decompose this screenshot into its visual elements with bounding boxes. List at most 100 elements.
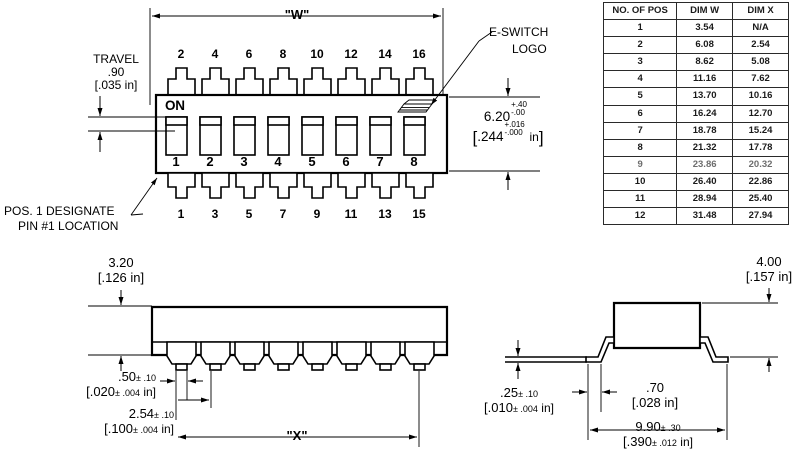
e-switch-logo-icon: [397, 99, 436, 113]
lead-width-mm: .50: [117, 369, 137, 384]
travel-dimension: [88, 96, 175, 152]
top-view-height-in: [.244 +.016 -.000 in]: [472, 121, 544, 148]
table-cell: 22.86: [732, 172, 789, 192]
side-view-lead-thickness-dimension: [505, 340, 587, 379]
table-cell: 11.16: [676, 70, 734, 89]
bottom-pin-number: 11: [344, 207, 358, 221]
switch-position-number: 2: [206, 154, 214, 169]
front-view-lead-width-in: [.020± .004 in]: [86, 383, 156, 401]
top-pin-number: 4: [211, 47, 219, 61]
table-cell: 10: [602, 172, 678, 192]
overall-width-in: [.390: [623, 434, 652, 449]
top-pin-number: 16: [412, 47, 426, 61]
top-view-slider-actuators: [165, 116, 426, 156]
travel-label: TRAVEL: [93, 52, 139, 66]
height-tol-plus-in: +.016: [504, 120, 525, 129]
side-view-lead-gap-mm: .70: [645, 380, 665, 395]
bottom-pin-number: 5: [245, 207, 253, 221]
switch-position-number: 1: [172, 154, 180, 169]
table-cell: 3.54: [676, 19, 734, 38]
table-cell: N/A: [732, 19, 789, 38]
x-dimension-label: "X": [286, 428, 308, 443]
table-cell: 16.24: [676, 104, 734, 123]
table-cell: 17.78: [732, 138, 789, 157]
table-cell: 26.40: [676, 172, 734, 192]
top-pin-number: 6: [245, 47, 253, 61]
bottom-pin-number: 9: [313, 207, 321, 221]
switch-position-number: 6: [342, 154, 350, 169]
pitch-mm: 2.54: [128, 406, 155, 421]
table-cell: 25.40: [732, 190, 789, 209]
travel-value-in: [.035 in]: [94, 78, 138, 92]
front-view-body: [150, 305, 449, 357]
top-pin-number: 14: [378, 47, 392, 61]
side-view-overall-width-mm: 9.90± .30: [635, 418, 680, 436]
table-cell: 31.48: [676, 207, 734, 226]
switch-position-number: 7: [376, 154, 384, 169]
table-cell: 3: [602, 53, 678, 72]
top-view-body: [154, 93, 449, 175]
top-pin-number: 12: [344, 47, 358, 61]
height-value-in: .244: [477, 129, 504, 144]
table-cell: 11: [602, 190, 678, 209]
lead-width-tol-mm: ± .10: [136, 373, 156, 383]
pos1-callout-line2: PIN #1 LOCATION: [18, 219, 119, 233]
overall-width-mm: 9.90: [635, 419, 661, 434]
pitch-unit-in: in]: [157, 422, 174, 436]
lead-width-in: [.020: [86, 384, 116, 399]
table-cell: 10.16: [732, 87, 789, 106]
front-view-lead-width-mm: .50± .10: [118, 368, 156, 386]
table-cell: 12.70: [732, 104, 789, 123]
side-view-body: [585, 301, 729, 363]
overall-width-tol-in: ± .012: [651, 438, 677, 448]
table-cell: 20.32: [732, 155, 789, 174]
height-tol-minus-mm: -.00: [511, 108, 525, 117]
bottom-pin-number: 3: [211, 207, 219, 221]
side-view-lead-thickness-mm: .25± .10: [500, 384, 538, 402]
bottom-pin-number: 15: [412, 207, 426, 221]
table-cell: 2.54: [732, 36, 789, 55]
front-view-body-height-mm: 3.20: [108, 255, 134, 270]
lead-width-tol-in: ± .004: [115, 388, 140, 398]
table-cell: 7: [602, 121, 678, 140]
logo-callout-line1: E-SWITCH: [489, 25, 549, 39]
table-cell: 4: [602, 70, 678, 89]
bottom-pin-number: 7: [279, 207, 287, 221]
table-header-cell: NO. OF POS: [602, 1, 678, 21]
side-view-overall-height-mm: 4.00: [756, 254, 782, 269]
overall-width-unit-in: in]: [676, 435, 693, 449]
table-cell: 21.32: [676, 138, 734, 157]
lead-thickness-in: [.010: [484, 400, 513, 415]
front-view-pitch-dimension: [178, 371, 212, 408]
pitch-tol-mm: ± .10: [154, 410, 174, 420]
lead-thickness-tol-in: ± .004: [512, 404, 538, 414]
on-label: ON: [165, 98, 185, 113]
table-header-cell: DIM W: [676, 1, 734, 21]
front-view-pitch-mm: 2.54± .10: [129, 405, 174, 423]
table-cell: 5.08: [732, 53, 789, 72]
lead-thickness-unit-in: in]: [537, 401, 554, 415]
table-cell: 6: [602, 104, 678, 123]
table-cell: 27.94: [732, 207, 789, 226]
top-pin-number: 2: [177, 47, 185, 61]
side-view-overall-height-dimension: [702, 288, 778, 372]
height-tol-minus-in: -.000: [504, 128, 523, 137]
bracket-close: ]: [538, 128, 544, 147]
table-cell: 15.24: [732, 121, 789, 140]
pitch-in: [.100: [104, 421, 134, 436]
pitch-tol-in: ± .004: [133, 425, 158, 435]
